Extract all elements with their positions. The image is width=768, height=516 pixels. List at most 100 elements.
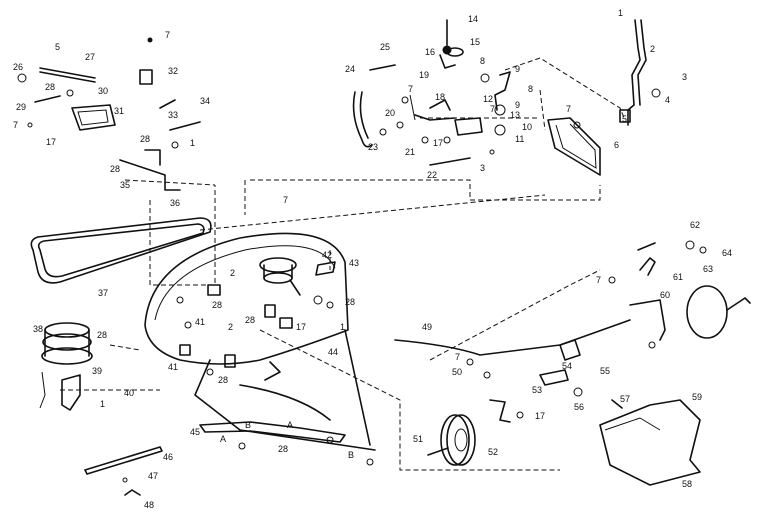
callout-61: 61 bbox=[673, 272, 683, 282]
callout-3b: 3 bbox=[682, 72, 687, 82]
callout-58: 58 bbox=[682, 479, 692, 489]
callout-A2: A bbox=[287, 420, 293, 430]
callout-50: 50 bbox=[452, 367, 462, 377]
callout-28e: 28 bbox=[345, 297, 355, 307]
callout-43: 43 bbox=[349, 258, 359, 268]
callout-32: 32 bbox=[168, 66, 178, 76]
callout-7e: 7 bbox=[490, 104, 495, 114]
lift-lever-assembly bbox=[547, 19, 661, 176]
callout-7f: 7 bbox=[566, 104, 571, 114]
callout-28: 28 bbox=[45, 82, 55, 92]
callout-23: 23 bbox=[368, 142, 378, 152]
callout-59: 59 bbox=[692, 392, 702, 402]
callout-29: 29 bbox=[16, 102, 26, 112]
discharge-guard bbox=[599, 399, 701, 486]
callout-16: 16 bbox=[425, 47, 435, 57]
callout-41: 41 bbox=[195, 317, 205, 327]
callout-22: 22 bbox=[427, 170, 437, 180]
callout-7d: 7 bbox=[408, 84, 413, 94]
callout-63: 63 bbox=[703, 264, 713, 274]
assembly-guide-lines bbox=[60, 57, 626, 471]
callout-3: 3 bbox=[480, 163, 485, 173]
callout-53: 53 bbox=[532, 385, 542, 395]
callout-62: 62 bbox=[690, 220, 700, 230]
callout-2: 2 bbox=[230, 268, 235, 278]
callout-19: 19 bbox=[419, 70, 429, 80]
callout-13: 13 bbox=[510, 110, 520, 120]
callout-28d: 28 bbox=[97, 330, 107, 340]
callout-7: 7 bbox=[13, 120, 18, 130]
callout-21: 21 bbox=[405, 147, 415, 157]
callout-12: 12 bbox=[483, 94, 493, 104]
callout-2c: 2 bbox=[650, 44, 655, 54]
callout-17: 17 bbox=[46, 137, 56, 147]
callout-1c: 1 bbox=[340, 322, 345, 332]
callout-33: 33 bbox=[168, 110, 178, 120]
callout-7h: 7 bbox=[596, 275, 601, 285]
callout-28g: 28 bbox=[245, 315, 255, 325]
callout-18: 18 bbox=[435, 92, 445, 102]
callout-42: 42 bbox=[322, 250, 332, 260]
callout-47: 47 bbox=[148, 471, 158, 481]
callout-labels: 5 27 26 28 30 29 31 7 17 7 32 34 33 28 1… bbox=[13, 8, 732, 510]
callout-28h: 28 bbox=[218, 375, 228, 385]
pulley-assembly bbox=[39, 322, 93, 411]
callout-B: B bbox=[245, 420, 251, 430]
drive-belt bbox=[30, 217, 212, 284]
callout-52: 52 bbox=[488, 447, 498, 457]
callout-49: 49 bbox=[422, 322, 432, 332]
callout-40: 40 bbox=[124, 388, 134, 398]
top-left-parts bbox=[17, 37, 201, 191]
callout-A: A bbox=[220, 434, 226, 444]
callout-45: 45 bbox=[190, 427, 200, 437]
callout-14: 14 bbox=[468, 14, 478, 24]
blade-and-baffle bbox=[84, 421, 374, 496]
callout-11: 11 bbox=[515, 134, 524, 144]
callout-17d: 17 bbox=[535, 411, 545, 421]
linkage-parts bbox=[352, 19, 511, 166]
callout-28b: 28 bbox=[140, 134, 150, 144]
callout-51: 51 bbox=[413, 434, 423, 444]
callout-46: 46 bbox=[163, 452, 173, 462]
callout-48: 48 bbox=[144, 500, 154, 510]
callout-7b: 7 bbox=[165, 30, 170, 40]
callout-44: 44 bbox=[328, 347, 338, 357]
callout-B2: B bbox=[348, 450, 354, 460]
callout-4: 4 bbox=[665, 95, 670, 105]
callout-64: 64 bbox=[722, 248, 732, 258]
callout-38: 38 bbox=[33, 324, 43, 334]
callout-1d: 1 bbox=[618, 8, 623, 18]
callout-17b: 17 bbox=[296, 322, 306, 332]
callout-60: 60 bbox=[660, 290, 670, 300]
callout-26: 26 bbox=[13, 62, 23, 72]
callout-27: 27 bbox=[85, 52, 95, 62]
callout-24: 24 bbox=[345, 64, 355, 74]
callout-35: 35 bbox=[120, 180, 130, 190]
callout-1: 1 bbox=[190, 138, 195, 148]
callout-6: 6 bbox=[614, 140, 619, 150]
callout-41b: 41 bbox=[168, 362, 178, 372]
callout-56: 56 bbox=[574, 402, 584, 412]
callout-9b: 9 bbox=[515, 100, 520, 110]
callout-15: 15 bbox=[470, 37, 480, 47]
callout-39: 39 bbox=[92, 366, 102, 376]
callout-54: 54 bbox=[562, 361, 572, 371]
callout-9: 9 bbox=[515, 64, 520, 74]
callout-8: 8 bbox=[480, 56, 485, 66]
callout-28f: 28 bbox=[212, 300, 222, 310]
mower-deck bbox=[144, 232, 376, 451]
callout-36: 36 bbox=[170, 198, 180, 208]
callout-10: 10 bbox=[522, 122, 532, 132]
callout-25: 25 bbox=[380, 42, 390, 52]
callout-5: 5 bbox=[55, 42, 60, 52]
callout-7c: 7 bbox=[283, 195, 288, 205]
callout-28i: 28 bbox=[278, 444, 288, 454]
callout-17c: 17 bbox=[433, 138, 443, 148]
callout-31: 31 bbox=[114, 106, 124, 116]
callout-2b: 2 bbox=[228, 322, 233, 332]
callout-28c: 28 bbox=[110, 164, 120, 174]
callout-37: 37 bbox=[98, 288, 108, 298]
right-side-parts bbox=[394, 240, 751, 423]
callout-5b: 5 bbox=[622, 114, 627, 124]
